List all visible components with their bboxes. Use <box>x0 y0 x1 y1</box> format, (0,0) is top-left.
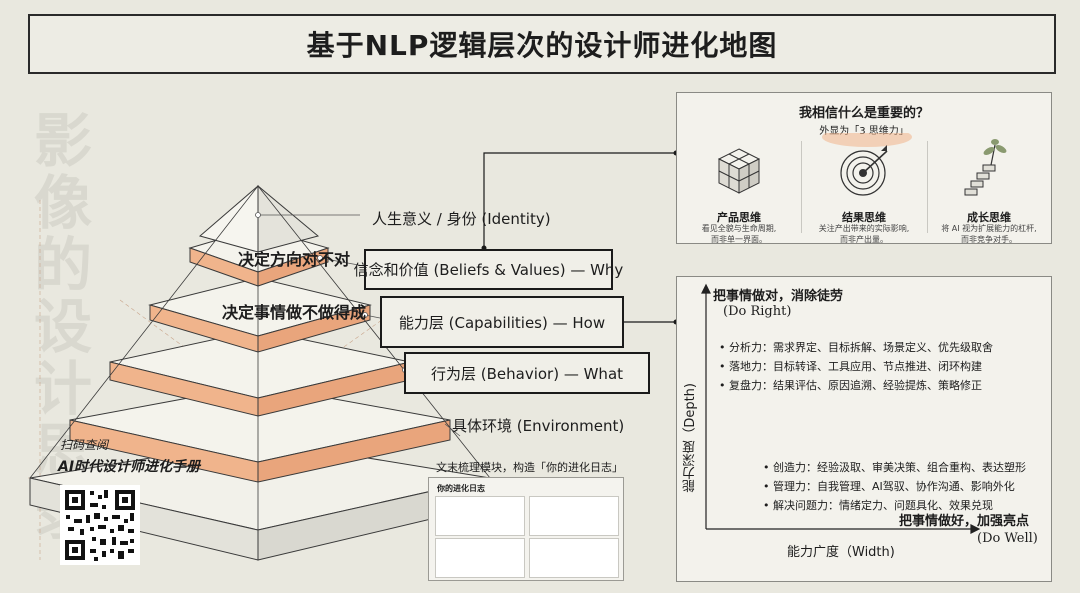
page-title: 基于NLP逻辑层次的设计师进化地图 <box>306 29 778 62</box>
side-label-direction: 决定方向对不对 <box>238 250 351 269</box>
beliefs-panel: 我相信什么是重要的？ 外显为「3 思维力」 <box>676 92 1052 244</box>
qr-code[interactable] <box>60 485 140 565</box>
level-beliefs-box: 信念和价值 (Beliefs & Values) — Why <box>354 249 623 290</box>
diary-title: 你的进化日志 <box>437 484 485 493</box>
qr-scan-label: 扫码查阅 <box>60 438 109 452</box>
level-identity: 人生意义 / 身份 (Identity) <box>372 210 551 228</box>
qr-code-pattern <box>60 485 140 565</box>
column-growth-desc: 将 AI 视为扩展能力的杠杆,而非竞争对手。 <box>941 224 1037 244</box>
column-product-desc: 看见全貌与生命周期,而非单一界面。 <box>701 224 777 244</box>
diary-cell <box>435 538 525 578</box>
diary-module: 你的进化日志 <box>428 477 624 581</box>
x-axis-label: 能力广度（Width) <box>787 545 895 560</box>
diary-cell <box>529 538 619 578</box>
qr-handbook-title: AI时代设计师进化手册 <box>58 459 201 475</box>
do-well-title: 把事情做好，加强亮点 <box>899 514 1030 529</box>
title-box: 基于NLP逻辑层次的设计师进化地图 <box>28 14 1056 74</box>
level-behavior-box: 行为层 (Behavior) — What <box>404 352 650 394</box>
column-growth-title: 成长思维 <box>967 211 1011 224</box>
glow-accent <box>822 133 912 147</box>
do-right-title: 把事情做对，消除徒劳 <box>713 289 844 304</box>
column-divider <box>801 141 802 233</box>
do-right-en: (Do Right) <box>723 304 792 319</box>
bullet-management: • 管理力：自我管理、AI驾驭、协作沟通、影响外化 <box>763 480 1015 493</box>
diary-cell <box>435 496 525 536</box>
capability-panel: 把事情做对，消除徒劳 (Do Right) • 分析力：需求界定、目标拆解、场景… <box>676 276 1052 582</box>
capability-axes <box>701 283 981 534</box>
cube-icon <box>717 148 761 194</box>
side-label-success: 决定事情做不做得成 <box>222 303 367 322</box>
column-result-title: 结果思维 <box>842 211 886 224</box>
target-icon <box>840 145 888 196</box>
bullet-creativity: • 创造力：经验汲取、审美决策、组合重构、表达塑形 <box>763 461 1026 474</box>
level-beliefs: 信念和价值 (Beliefs & Values) — Why <box>353 261 624 279</box>
beliefs-subtitle: 外显为「3 思维力」 <box>819 126 909 137</box>
do-well-bullets: • 创造力：经验汲取、审美决策、组合重构、表达塑形 • 管理力：自我管理、AI驾… <box>763 459 1026 513</box>
column-product-title: 产品思维 <box>717 211 761 224</box>
bullet-problem-solving: • 解决问题力：情绪定力、问题具化、效果兑现 <box>763 499 993 512</box>
diary-cell <box>529 496 619 536</box>
level-environment: 具体环境 (Environment) <box>452 417 625 435</box>
diary-caption: 文末梳理模块，构造「你的进化日志」 <box>436 461 623 474</box>
bullet-analysis: • 分析力：需求界定、目标拆解、场景定义、优先级取舍 <box>719 341 993 354</box>
y-axis-label: 能力深度（Depth) <box>683 383 698 493</box>
beliefs-connector <box>483 152 676 248</box>
level-capabilities: 能力层 (Capabilities) — How <box>398 313 606 332</box>
column-result-desc: 关注产出带来的实际影响,而非产出量。 <box>818 224 910 244</box>
bullet-execution: • 落地力：目标转译、工具应用、节点推进、闭环构建 <box>719 360 982 373</box>
connector-lines <box>483 152 676 323</box>
do-well-en: (Do Well) <box>977 531 1038 546</box>
level-capabilities-box: 能力层 (Capabilities) — How <box>380 296 624 348</box>
column-divider <box>927 141 928 233</box>
beliefs-question: 我相信什么是重要的？ <box>798 106 929 121</box>
bullet-review: • 复盘力：结果评估、原因追溯、经验提炼、策略修正 <box>719 379 982 392</box>
plant-icon <box>964 139 1007 196</box>
do-right-bullets: • 分析力：需求界定、目标拆解、场景定义、优先级取舍 • 落地力：目标转译、工具… <box>719 339 993 393</box>
level-behavior: 行为层 (Behavior) — What <box>430 364 624 383</box>
